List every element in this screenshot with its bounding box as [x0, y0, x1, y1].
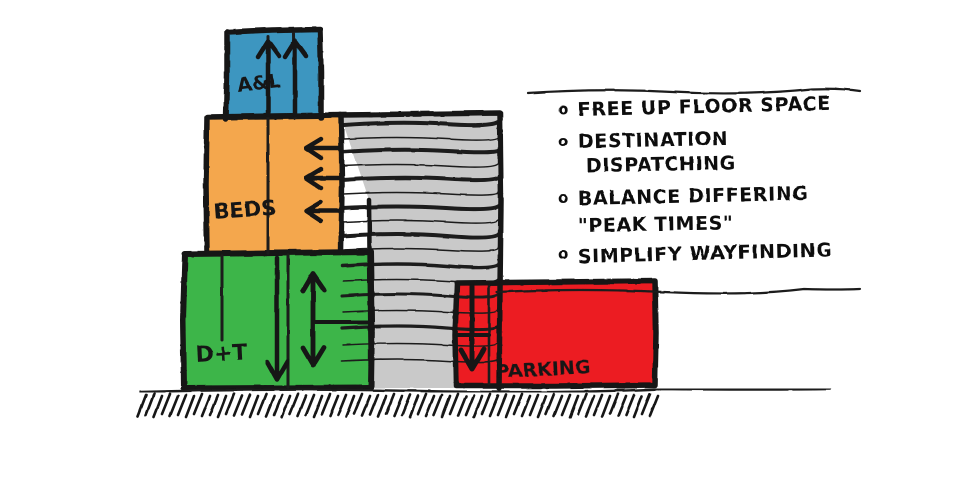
- annotation-list: o FREE UP FLOOR SPACE o DESTINATION DISP…: [558, 93, 833, 268]
- annotation-top-rule: [526, 87, 862, 95]
- annotation-line: BALANCE DIFFERING: [578, 183, 809, 210]
- parking-label: PARKING: [495, 356, 591, 383]
- annotation-item: o SIMPLIFY WAYFINDING: [558, 239, 833, 268]
- beds-left-arrows: [303, 136, 342, 224]
- block-labels: A&L BEDS D+T PARKING: [195, 70, 591, 383]
- diagnostic-treatment-label: D+T: [195, 340, 248, 368]
- parking-down-arrow: [455, 284, 491, 372]
- parking-fill: [455, 281, 656, 386]
- beds-label: BEDS: [213, 196, 277, 224]
- annotation-item: o FREE UP FLOOR SPACE: [558, 93, 831, 121]
- acute-care-up-arrows: [255, 38, 309, 118]
- bullet-glyph: o: [558, 100, 568, 118]
- ground-hatching: [136, 392, 660, 419]
- beds-outline: [203, 112, 345, 256]
- annotation-line: DISPATCHING: [586, 152, 736, 177]
- beds-fill: [206, 115, 342, 254]
- green-left-down-arrow: [264, 255, 291, 383]
- diagnostic-treatment-double-arrow: [300, 271, 371, 368]
- bullet-glyph: o: [558, 189, 568, 207]
- acute-care-outline: [223, 26, 324, 122]
- annotation-item: o DESTINATION DISPATCHING: [558, 128, 736, 177]
- circulation-core-outline: [337, 110, 504, 391]
- annotation-line: FREE UP FLOOR SPACE: [578, 93, 831, 121]
- acute-care-label: A&L: [236, 70, 282, 97]
- parking-outline: [452, 278, 659, 389]
- ground-line: [138, 387, 832, 394]
- annotation-line: DESTINATION: [578, 128, 729, 153]
- annotation-rules: [495, 87, 862, 295]
- annotation-bottom-rule: [495, 287, 862, 295]
- annotation-line: "PEAK TIMES": [578, 212, 734, 237]
- bullet-glyph: o: [558, 245, 568, 263]
- annotation-line: SIMPLIFY WAYFINDING: [578, 239, 833, 268]
- bullet-glyph: o: [558, 132, 568, 150]
- block-outlines: [180, 26, 659, 391]
- annotation-item: o BALANCE DIFFERING "PEAK TIMES": [558, 183, 809, 237]
